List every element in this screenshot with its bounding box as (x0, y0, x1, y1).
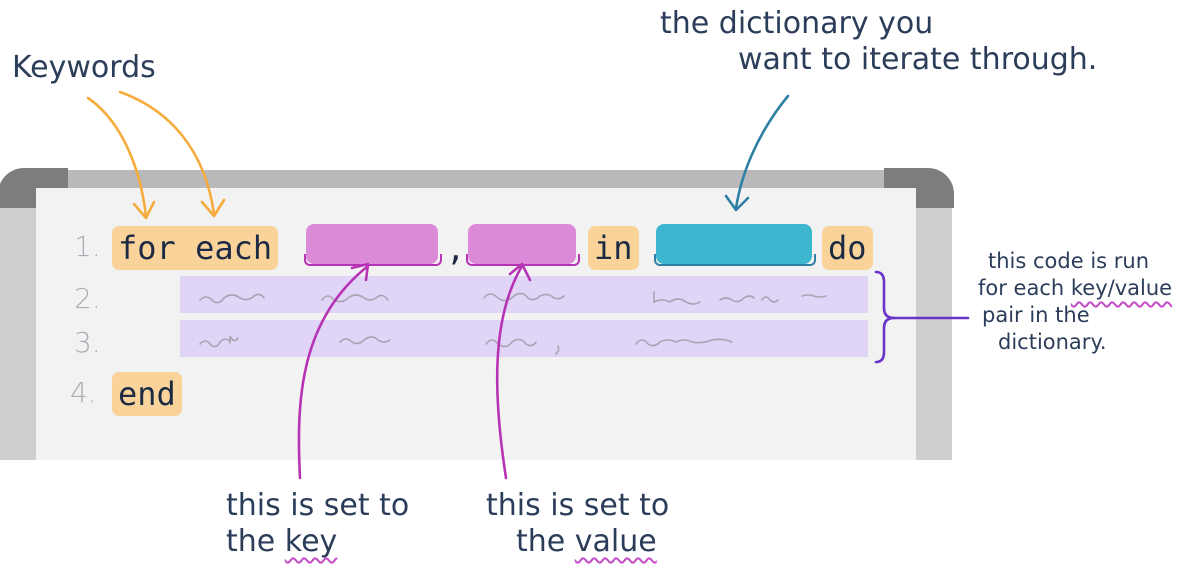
keywords-label: Keywords (12, 50, 156, 85)
comma: , (446, 230, 466, 268)
body-annotation-key-value: key/value (1070, 276, 1173, 300)
whiteboard-frame-top (28, 170, 924, 188)
value-placeholder-bracket (466, 254, 580, 266)
whiteboard (0, 168, 954, 460)
dictionary-annotation: the dictionary you want to iterate throu… (660, 6, 1097, 78)
value-placeholder (468, 224, 576, 264)
keyword-in: in (588, 226, 639, 270)
keyword-end: end (112, 372, 182, 416)
body-annotation-line3: pair in the (982, 303, 1090, 327)
line-number-3: 3. (74, 326, 101, 359)
key-placeholder (306, 224, 438, 264)
value-annotation-value: value (574, 524, 657, 559)
line-number-4: 4. (70, 376, 97, 409)
value-annotation-line2: the value (486, 524, 669, 560)
dictionary-placeholder (656, 224, 812, 264)
key-annotation: this is set to the key (226, 488, 409, 560)
value-annotation-line2-text: the (516, 524, 575, 559)
key-annotation-line2: the key (226, 524, 409, 560)
dictionary-annotation-line1: the dictionary you (660, 6, 934, 41)
keyword-do: do (822, 226, 873, 270)
line-number-2: 2. (74, 282, 101, 315)
key-annotation-line2-text: the (226, 524, 285, 559)
body-annotation: this code is run for each key/value pair… (978, 248, 1200, 356)
code-body-line-3 (180, 320, 868, 357)
dictionary-annotation-line2: want to iterate through. (738, 42, 1098, 77)
key-annotation-key: key (284, 524, 338, 559)
key-placeholder-bracket (304, 254, 442, 266)
code-body-line-2 (180, 276, 868, 313)
body-annotation-line2: for each key/value (978, 275, 1200, 302)
dictionary-placeholder-bracket (654, 254, 816, 266)
key-annotation-line1: this is set to (226, 488, 410, 523)
line-number-1: 1. (74, 230, 101, 263)
body-annotation-line4: dictionary. (998, 330, 1107, 354)
body-annotation-line2-text: for each (978, 276, 1071, 300)
keyword-for-each: for each (112, 226, 279, 270)
value-annotation-line1: this is set to (486, 488, 670, 523)
value-annotation: this is set to the value (486, 488, 669, 560)
body-annotation-line1: this code is run (988, 249, 1150, 273)
